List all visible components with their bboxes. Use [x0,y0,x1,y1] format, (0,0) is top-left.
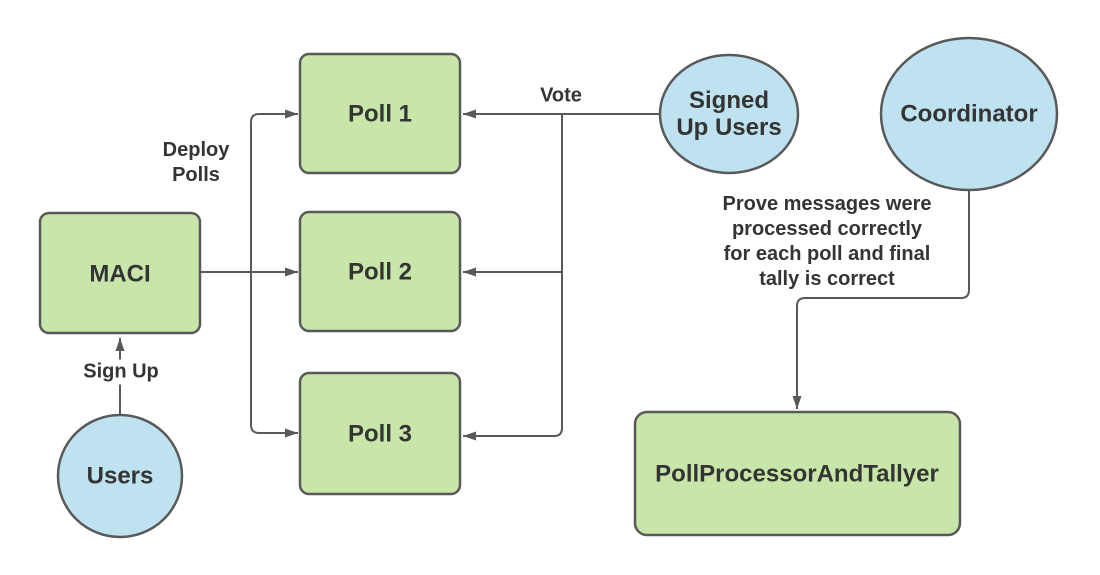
users-label: Users [86,462,154,490]
coordinator-node [879,36,1059,192]
edge-deploy-poll3 [250,272,298,438]
signed-up-users-label: Signed Up Users [676,87,781,141]
deploy-polls-label-line1: Deploy [162,139,230,161]
deploy-polls-edge-label: Deploy Polls [163,138,230,188]
prove-label-line2: processed correctly [731,218,923,240]
prove-label-line4: tally is correct [759,268,895,290]
edge-deploy-poll1 [250,109,298,272]
signed-up-users-label-line2: Up Users [676,114,782,141]
edge-vote-poll3 [463,114,563,441]
poll2-node [298,210,462,333]
signed-up-users-label-line1: Signed [688,87,769,114]
poll2-label: Poll 2 [347,258,413,286]
poll3-label: Poll 3 [347,420,413,448]
sign-up-edge-label: Sign Up [78,359,164,385]
poll3-node [298,371,462,496]
maci-label: MACI [89,260,151,288]
poll1-label: Poll 1 [347,100,413,128]
poll-processor-label: PollProcessorAndTallyer [655,460,939,488]
prove-edge-label: Prove messages were processed correctly … [722,192,931,292]
maci-node [38,211,202,335]
prove-label-line1: Prove messages were [722,193,932,215]
edge-prove-tally [792,191,970,409]
poll-processor-node [633,410,962,537]
coordinator-label: Coordinator [900,100,1038,128]
users-node [56,413,184,539]
signed-up-users-node [658,53,800,175]
poll1-node [298,52,462,175]
vote-edge-label: Vote [535,83,587,109]
prove-label-line3: for each poll and final [723,243,931,265]
deploy-polls-label-line2: Polls [172,164,220,186]
